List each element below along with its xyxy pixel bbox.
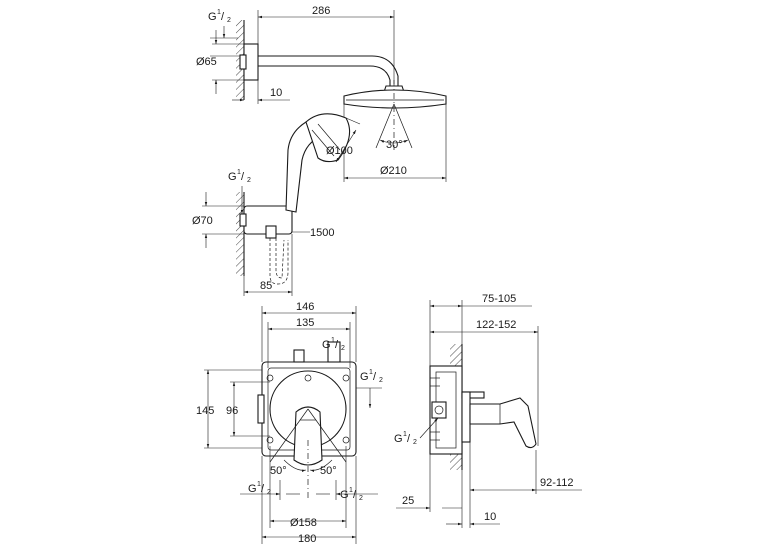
mixer-front-view: 50° 50° 146 135 G 1 / 2 G 1 / 2 1	[196, 301, 383, 545]
head-dia-label: Ø210	[380, 165, 407, 177]
svg-text:1: 1	[217, 9, 221, 16]
install-depth2-label: 122-152	[476, 319, 516, 331]
svg-text:2: 2	[267, 489, 271, 496]
svg-text:1: 1	[331, 337, 335, 344]
svg-text:2: 2	[247, 177, 251, 184]
box-width-outer-label: 146	[296, 301, 314, 313]
thread-label-bottom-right: G 1 / 2	[340, 487, 363, 502]
hand-shower-view: Ø100 G 1 / 2 Ø70 1500 85	[192, 113, 361, 296]
svg-text:1: 1	[403, 431, 407, 438]
svg-text:/: /	[241, 171, 245, 183]
install-depth-label: 75-105	[482, 293, 516, 305]
angle-left-label: 50°	[270, 465, 287, 477]
thread-label-arm: G 1 / 2	[208, 9, 231, 24]
plate-offset-label: 10	[484, 511, 496, 523]
svg-text:G: G	[340, 489, 349, 501]
hose-length-label: 1500	[310, 227, 334, 239]
svg-text:/: /	[221, 11, 225, 23]
shower-arm-view: 30° 286 Ø65 G 1 / 2 10 Ø210	[196, 5, 447, 182]
svg-text:1: 1	[349, 487, 353, 494]
mixer-lever	[293, 406, 323, 466]
svg-text:1: 1	[257, 481, 261, 488]
svg-text:G: G	[360, 371, 369, 383]
holder-depth-label: 85	[260, 280, 272, 292]
svg-text:1: 1	[369, 369, 373, 376]
head-shower	[343, 89, 447, 109]
box-width-inner-label: 135	[296, 317, 314, 329]
thread-label-holder: G 1 / 2	[228, 169, 251, 184]
plate-dia-label: Ø158	[290, 517, 317, 529]
svg-text:2: 2	[341, 345, 345, 352]
overall-width-label: 286	[312, 5, 330, 17]
svg-text:2: 2	[413, 439, 417, 446]
cover-plate-side	[461, 391, 471, 443]
plate-width-label: 180	[298, 533, 316, 545]
mixer-lever-side	[469, 397, 537, 449]
svg-text:/: /	[261, 483, 265, 495]
box-height-inner-label: 96	[226, 405, 238, 417]
svg-text:/: /	[407, 433, 411, 445]
svg-text:G: G	[394, 433, 403, 445]
svg-text:G: G	[208, 11, 217, 23]
svg-text:/: /	[373, 371, 377, 383]
shower-arm	[258, 55, 399, 86]
box-height-outer-label: 145	[196, 405, 214, 417]
wall-offset-label: 25	[402, 495, 414, 507]
mixer-side-view: 75-105 122-152 G 1 / 2 92-112 25 10	[394, 293, 582, 528]
arm-flange-dia-label: Ø65	[196, 56, 217, 68]
hand-shower-dia-label: Ø100	[326, 145, 353, 157]
svg-text:2: 2	[227, 17, 231, 24]
holder-dia-label: Ø70	[192, 215, 213, 227]
svg-text:1: 1	[237, 169, 241, 176]
lever-depth-label: 92-112	[540, 477, 573, 489]
svg-text:G: G	[228, 171, 237, 183]
angle-right-label: 50°	[320, 465, 337, 477]
thread-label-top: G 1 / 2	[322, 337, 345, 352]
svg-text:2: 2	[379, 377, 383, 384]
head-angle-label: 30°	[386, 139, 403, 151]
svg-text:/: /	[353, 489, 357, 501]
thread-label-right: G 1 / 2	[360, 369, 383, 384]
svg-text:G: G	[248, 483, 257, 495]
svg-text:G: G	[322, 339, 331, 351]
svg-text:/: /	[335, 339, 339, 351]
arm-flange-depth-label: 10	[270, 87, 282, 99]
svg-text:2: 2	[359, 495, 363, 502]
thread-label-bottom-left: G 1 / 2	[248, 481, 271, 496]
thread-label-side: G 1 / 2	[394, 431, 417, 446]
